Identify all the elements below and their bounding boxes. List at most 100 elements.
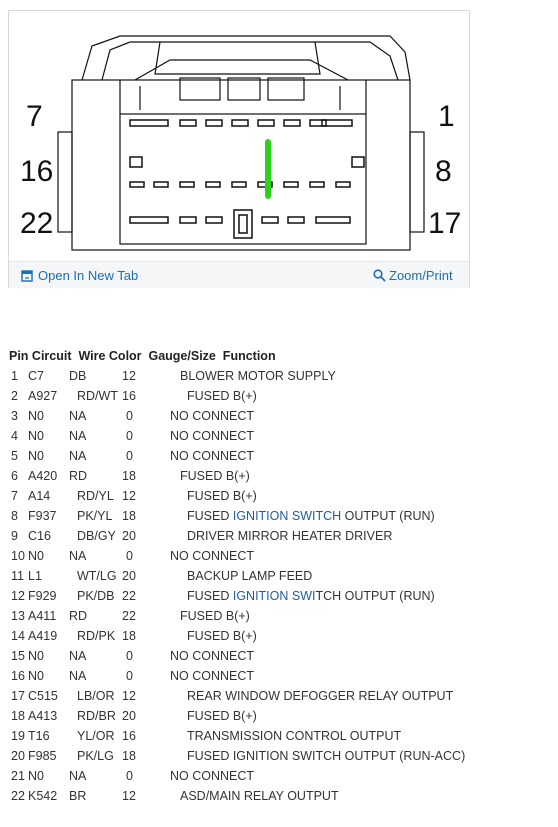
wire-color-cell: BR [69,789,87,803]
function-cell: REAR WINDOW DEFOGGER RELAY OUTPUT [187,689,454,703]
zoom-print-label: Zoom/Print [389,268,453,283]
figure-footer: Open In New Tab Zoom/Print [9,261,469,288]
pin-cell: 16 [11,669,25,683]
gauge-cell: 20 [122,569,136,583]
wire-color-cell: PK/LG [77,749,114,763]
gauge-cell: 16 [122,389,136,403]
circuit-cell: K542 [28,789,58,803]
zoom-print-link[interactable]: Zoom/Print [373,268,453,283]
circuit-cell: A420 [28,469,58,483]
wire-color-cell: NA [69,449,87,463]
pin-cell: 11 [11,569,24,583]
function-cell: FUSED B(+) [187,389,257,403]
gauge-cell: 0 [126,449,133,463]
function-cell: BACKUP LAMP FEED [187,569,313,583]
wire-color-cell: DB/GY [77,529,116,543]
pin-cell: 22 [11,789,25,803]
function-cell: FUSED IGNITION SWITCH OUTPUT (RUN) [187,588,435,604]
pin-cell: 18 [11,709,25,723]
gauge-cell: 0 [126,429,133,443]
function-text: FUSED [187,509,233,523]
wire-color-cell: NA [69,429,87,443]
wire-color-cell: WT/LG [77,569,117,583]
gauge-cell: 18 [122,469,136,483]
pin-cell: 3 [11,409,18,423]
gauge-cell: 0 [126,549,133,563]
circuit-cell: F985 [28,749,57,763]
gauge-cell: 0 [126,769,133,783]
wire-color-cell: NA [69,549,87,563]
pin-cell: 17 [11,689,25,703]
wire-color-cell: RD/YL [77,489,114,503]
pinout-table: Pin Circuit Wire Color Gauge/Size Functi… [9,348,549,808]
gauge-cell: 22 [122,589,136,603]
circuit-cell: N0 [28,769,44,783]
open-new-tab-icon [21,269,33,282]
function-cell: FUSED B(+) [187,629,257,643]
gauge-cell: 12 [122,489,136,503]
pin-label-bottom-left: 22 [20,207,54,240]
magnifier-icon [373,269,386,282]
circuit-cell: A419 [28,629,58,643]
pin-cell: 13 [11,609,25,623]
pin-label-bottom-right: 17 [428,207,462,240]
circuit-cell: C16 [28,529,51,543]
function-cell: FUSED B(+) [180,469,250,483]
wire-color-cell: NA [69,669,87,683]
wire-color-cell: RD/WT [77,389,118,403]
function-cell: FUSED B(+) [180,609,250,623]
pin-cell: 8 [11,509,18,523]
pin-cell: 9 [11,529,18,543]
pin-cell: 4 [11,429,18,443]
function-cell: ASD/MAIN RELAY OUTPUT [180,789,339,803]
function-cell: NO CONNECT [170,769,255,783]
circuit-cell: N0 [28,449,44,463]
ignition-switch-link[interactable]: IGNITION SWITCH [232,509,342,523]
connector-figure-card: 7 16 22 1 8 17 Open In New Tab Zoom/Prin… [8,10,470,288]
gauge-cell: 22 [122,609,136,623]
pin-label-top-left: 7 [26,100,43,133]
circuit-cell: F929 [28,589,57,603]
ignition-switch-link[interactable]: IGNITION SWI [232,589,316,603]
pin-cell: 10 [11,549,25,563]
circuit-cell: T16 [28,729,50,743]
gauge-cell: 0 [126,649,133,663]
open-new-tab-link[interactable]: Open In New Tab [21,268,138,283]
wire-color-cell: YL/OR [77,729,115,743]
connector-diagram: 7 16 22 1 8 17 [10,12,468,260]
circuit-cell: N0 [28,429,44,443]
pin-label-top-right: 1 [438,100,455,133]
function-cell: NO CONNECT [170,429,255,443]
wire-color-cell: PK/DB [77,589,115,603]
gauge-cell: 18 [122,509,136,523]
wire-color-cell: LB/OR [77,689,115,703]
function-cell: NO CONNECT [170,409,255,423]
gauge-cell: 16 [122,729,136,743]
circuit-cell: C515 [28,689,58,703]
function-cell: FUSED IGNITION SWITCH OUTPUT (RUN-ACC) [187,749,466,763]
pin-cell: 20 [11,749,25,763]
pin-cell: 7 [11,489,18,503]
wire-color-cell: RD [69,609,88,623]
function-cell: TRANSMISSION CONTROL OUTPUT [187,729,402,743]
wire-color-cell: PK/YL [77,509,113,523]
circuit-cell: N0 [28,549,44,563]
pin-cell: 5 [11,449,18,463]
function-cell: FUSED B(+) [187,489,257,503]
pin-label-mid-left: 16 [20,155,54,188]
pin-cell: 14 [11,629,25,643]
